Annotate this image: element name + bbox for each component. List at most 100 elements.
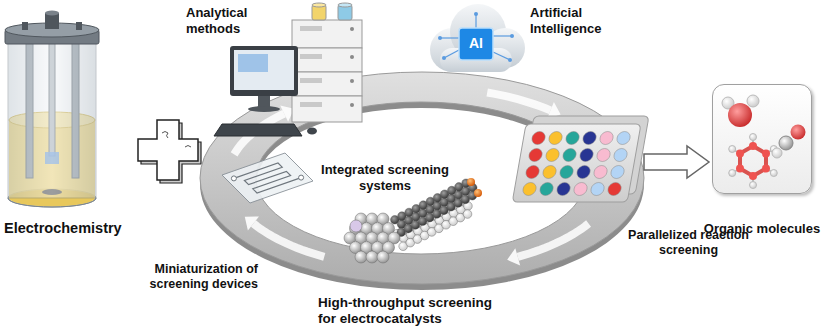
hplc-module	[292, 48, 362, 72]
well	[613, 149, 628, 162]
hplc-panel	[300, 102, 322, 107]
well-plate	[512, 124, 641, 202]
module-label: Parallelized reaction screening	[616, 228, 761, 258]
carbon-atom	[463, 210, 472, 219]
well	[596, 149, 611, 162]
module-label: Electrochemistry	[4, 220, 164, 237]
circuit-node	[438, 36, 442, 40]
hplc-module	[292, 72, 362, 96]
plus-sign-mark	[162, 132, 168, 139]
well	[562, 149, 577, 162]
monitor-foot	[248, 106, 280, 112]
hydrogen-atom	[772, 148, 782, 158]
circuit-node	[474, 12, 478, 16]
well	[582, 132, 597, 145]
glass-wall	[8, 38, 96, 198]
microfluidic-chip	[222, 153, 313, 203]
hydrogen-atom	[729, 170, 736, 177]
circuit-trace	[440, 37, 459, 38]
hydrogen-atom	[750, 134, 757, 141]
well	[542, 166, 557, 179]
module-label: Artificial Intelligence	[530, 5, 622, 36]
well	[531, 132, 546, 145]
circuit-trace	[475, 14, 476, 28]
circuit-trace	[444, 50, 459, 58]
chip-port	[231, 176, 236, 181]
circuit-trace	[493, 52, 510, 60]
well	[556, 183, 571, 196]
plus-sign	[138, 120, 198, 180]
hydrogen-atom	[729, 146, 736, 153]
circuit-node	[510, 34, 514, 38]
metal-atom	[355, 251, 367, 263]
carbon-atom	[779, 136, 793, 150]
cycle-arrow-body	[487, 92, 550, 110]
module-label: High-throughput screening for electrocat…	[318, 295, 503, 327]
carbon-atom	[749, 172, 757, 180]
well	[579, 149, 594, 162]
hplc-module	[292, 96, 362, 122]
lid-knob-top	[45, 11, 59, 16]
hplc-led	[350, 55, 354, 59]
chip-port	[299, 175, 304, 180]
carbon-atom	[762, 165, 770, 173]
well	[593, 166, 608, 179]
benzene-ring	[740, 146, 766, 176]
oxygen-atom	[791, 125, 806, 140]
oxygen-atom	[728, 103, 752, 127]
chip-channel	[234, 163, 301, 193]
bottle-cap	[312, 3, 326, 7]
well	[525, 166, 540, 179]
well	[559, 166, 574, 179]
ring-top	[200, 72, 644, 284]
metal-atom	[366, 251, 378, 263]
carbon-atom	[736, 165, 744, 173]
electrochemical-cell	[5, 11, 99, 208]
hydrogen-atom	[750, 182, 757, 189]
well	[522, 183, 537, 196]
module-label: Miniaturization of screening devices	[128, 262, 258, 292]
hplc-panel	[300, 54, 322, 59]
screening-ring: Integrated screening systems	[200, 72, 644, 290]
monitor	[230, 46, 298, 96]
hplc-led	[350, 79, 354, 83]
well	[607, 183, 622, 196]
well	[590, 183, 605, 196]
hydrogen-atom	[770, 170, 777, 177]
node-label: Integrated screening systems	[300, 162, 470, 193]
well	[599, 132, 614, 145]
well	[539, 183, 554, 196]
lid-screw	[22, 22, 28, 30]
circuit-trace	[493, 35, 512, 36]
molecule-illustration	[713, 85, 811, 193]
screening-ring-band	[200, 72, 644, 290]
cycle-arrow-head	[245, 216, 259, 230]
dopant-atom	[474, 189, 482, 197]
keyboard	[214, 124, 302, 136]
well	[573, 183, 588, 196]
well	[548, 132, 563, 145]
cycle-arrow-head	[507, 248, 520, 265]
well	[610, 166, 625, 179]
screen-window	[238, 54, 268, 72]
ai-cloud	[430, 4, 525, 72]
hplc-led	[350, 103, 354, 107]
monitor-screen	[234, 50, 294, 90]
chip-label: AI	[456, 35, 496, 52]
promoter-atom	[350, 220, 362, 232]
well	[616, 132, 631, 145]
hplc-module	[292, 20, 362, 48]
hplc-panel	[300, 26, 322, 31]
cycle-arrow-body	[253, 224, 324, 257]
molecule-box: Organic molecules	[712, 84, 812, 194]
carbon-atom	[749, 142, 757, 150]
circuit-node	[508, 58, 512, 62]
module-label: Analytical methods	[186, 5, 271, 36]
well	[545, 149, 560, 162]
hplc-panel	[300, 78, 322, 83]
hplc-led	[350, 27, 354, 31]
plate-body	[512, 124, 641, 202]
glass-rim	[8, 198, 96, 207]
chip-body	[222, 153, 313, 203]
